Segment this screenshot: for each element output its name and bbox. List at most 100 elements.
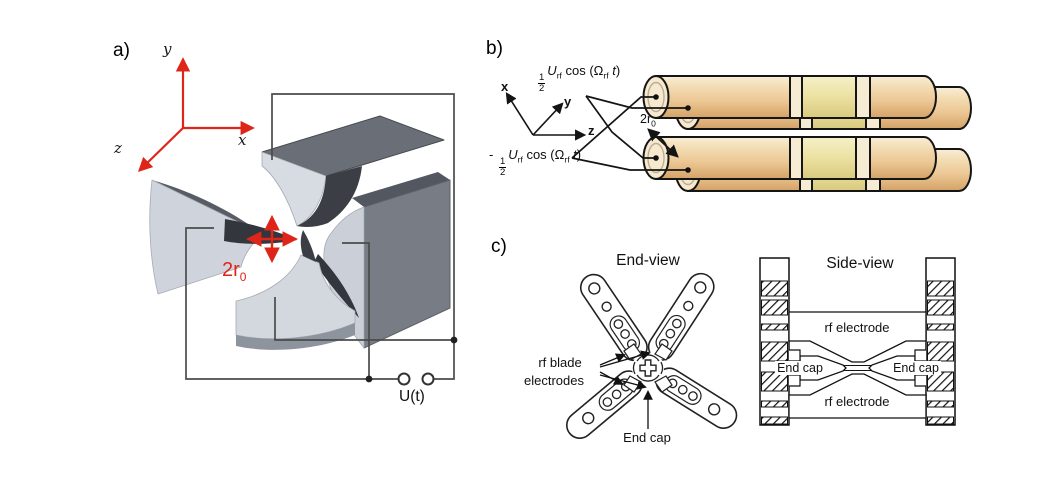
omega-subscript: rf	[603, 70, 609, 81]
wire-right-electrode	[342, 242, 370, 379]
hatch-band	[761, 371, 788, 392]
blade-arm-upper-left	[579, 273, 648, 362]
end-cap-label-endview: End cap	[623, 430, 671, 445]
rf-blade-label-line2: electrodes	[524, 373, 584, 388]
fraction-numerator: 1	[539, 72, 545, 83]
fraction-denominator: 2	[498, 166, 507, 178]
rf-electrode-label-top: rf electrode	[824, 320, 890, 335]
wire-top-to-frontrod	[585, 95, 656, 159]
x-axis-arrow	[505, 92, 534, 136]
hatch-band	[927, 416, 954, 425]
fraction-numerator: 1	[499, 156, 506, 167]
end-view-title: End-view	[616, 252, 680, 269]
hatch-band	[927, 280, 954, 297]
wire-top-to-backrod	[585, 95, 688, 109]
panel-b-graphic	[505, 75, 972, 192]
hatch-band	[927, 341, 954, 362]
center-ring-arc	[636, 374, 660, 382]
b-gap-label: 2r0	[640, 112, 656, 129]
voltage-source-label: U(t)	[399, 388, 425, 405]
hatch-band	[761, 299, 788, 316]
center-ring-arc	[660, 361, 664, 375]
rf-blade-label-line1: rf blade	[538, 355, 582, 370]
blade-arm-lower-right	[655, 367, 738, 429]
end-view-assembly	[566, 272, 738, 440]
wire-top-loop	[271, 93, 455, 380]
rod-contact-dot	[653, 94, 659, 100]
hatch-band	[761, 341, 788, 362]
screw-hole	[602, 397, 613, 407]
rod-contact-dot	[685, 105, 691, 111]
hyperbolic-electrode-assembly	[149, 115, 451, 350]
a-gap-label: 2r0	[222, 259, 246, 284]
side-view-right-rail	[925, 257, 956, 426]
trap-circuit-wires	[185, 93, 455, 380]
screw-hole	[611, 389, 622, 400]
time-symbol: t	[569, 147, 577, 162]
z-axis-arrow	[137, 127, 184, 172]
end-view-annotation-arrows	[599, 350, 653, 429]
blade-pointer-arrow	[599, 353, 626, 366]
screw-hole	[613, 319, 624, 329]
top-electrode-inner-surface	[297, 166, 362, 227]
end-cap-cross	[639, 359, 657, 377]
coordinate-axes-b	[505, 92, 587, 141]
center-ring-arc	[632, 361, 636, 375]
panel-b-label: b)	[486, 38, 503, 59]
wire-bottom-to-frontrod	[571, 96, 656, 159]
hatch-band	[761, 280, 788, 297]
b-axis-z-label: z	[588, 123, 595, 138]
gap-text: 2r	[640, 112, 652, 126]
gap-arrow-b	[647, 128, 679, 158]
blade-tip	[654, 343, 673, 361]
screw-hole	[620, 329, 630, 339]
fraction-denominator: 2	[538, 82, 546, 94]
screw-hole	[707, 403, 721, 416]
panel-c-graphic	[566, 257, 956, 440]
voltage-terminal	[397, 372, 411, 386]
voltage-subscript: rf	[556, 70, 562, 81]
end-cap-label-right: End cap	[891, 361, 941, 375]
wire-junction-dot	[450, 336, 458, 344]
voltage-symbol: U	[508, 147, 518, 162]
a-axis-z-label: z	[114, 139, 122, 157]
hatch-band	[761, 416, 788, 425]
blade-tip	[654, 375, 673, 393]
side-view-left-rail	[759, 257, 790, 426]
blade-pointer-arrow	[599, 350, 651, 368]
blade-arm-upper-right	[647, 272, 715, 361]
hatch-band	[927, 400, 954, 408]
screw-hole	[601, 301, 612, 312]
wire-bottom-electrode	[274, 297, 454, 341]
hatch-band	[927, 323, 954, 331]
a-axis-x-label: x	[238, 131, 247, 149]
screw-hole	[582, 411, 595, 425]
time-symbol: t	[608, 63, 616, 78]
hatch-band	[761, 400, 788, 408]
right-electrode-front-face	[363, 179, 451, 349]
close-paren: )	[615, 63, 621, 78]
b-axis-y-label: y	[564, 94, 572, 109]
gap-cross-arrows	[245, 214, 299, 264]
panel-c-label: c)	[491, 236, 507, 257]
end-view-center	[623, 343, 673, 393]
bottom-electrode-end-face	[235, 254, 356, 340]
sign: -	[489, 147, 497, 162]
screw-hole	[694, 281, 707, 294]
cos-text: cos (Ω	[522, 147, 565, 162]
screw-hole	[688, 391, 698, 401]
screw-hole	[677, 384, 688, 395]
top-electrode-end-face	[261, 151, 327, 227]
rf-wiring	[571, 95, 688, 171]
saddle-shadow-lower-right	[314, 254, 359, 318]
end-cap-label-left: End cap	[775, 361, 825, 375]
wire-junction-dot	[365, 375, 373, 383]
blade-pointer-arrow	[599, 374, 647, 390]
omega-subscript: rf	[564, 154, 570, 165]
rod-contact-dot	[653, 155, 659, 161]
y-axis-arrow	[532, 102, 564, 136]
hatch-band	[761, 323, 788, 331]
